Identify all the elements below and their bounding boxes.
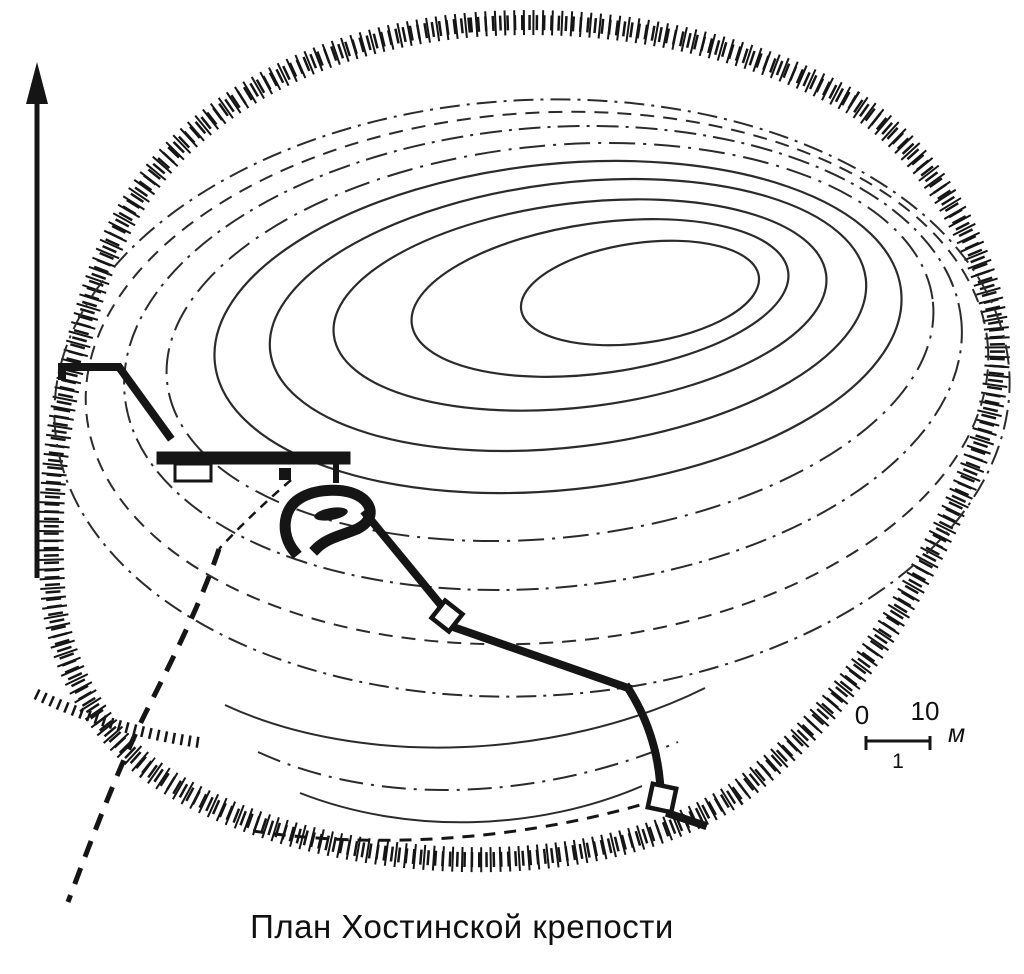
contour-line [123, 124, 963, 592]
wall-tower [645, 781, 679, 815]
fortress-wall [58, 363, 709, 831]
fortress-wall-southeast-2 [450, 622, 634, 694]
topographic-map: 0 10 м 1 [26, 10, 1011, 903]
scale-sub-label: 1 [892, 750, 904, 773]
scale-bar-line [864, 736, 932, 750]
contour-line [213, 159, 903, 495]
slope-hachure-lower-left [33, 689, 204, 749]
contour-line [410, 218, 790, 378]
contour-line [165, 141, 935, 543]
contour-arc [299, 785, 643, 824]
citadel-inner-mark [314, 507, 348, 521]
map-caption: План Хостинской крепости [250, 908, 674, 945]
contour-line [519, 239, 761, 347]
fortress-wall-northwest [58, 363, 175, 442]
scale-ten-label: 10 [911, 696, 940, 726]
contour-lines [53, 98, 1011, 824]
wall-post [279, 468, 291, 480]
scale-zero-label: 0 [855, 700, 869, 730]
scale-bar: 0 10 м 1 [855, 696, 965, 773]
fortress-wall-southeast-1 [360, 508, 446, 610]
slope-hachure-ring-icon [33, 10, 1010, 873]
contour-arc [257, 741, 679, 792]
contour-line [53, 98, 1011, 698]
fortress-wall-tail [664, 808, 709, 831]
contour-line [332, 198, 828, 412]
contour-line [268, 177, 868, 453]
dashed-trail-icon [65, 479, 658, 903]
fortress-wall-south-curve [622, 682, 665, 787]
scale-unit-label: м [948, 720, 965, 748]
contour-line [84, 110, 990, 646]
wall-gate-structure [173, 462, 213, 483]
citadel-enclosure [279, 484, 376, 559]
north-arrow-icon [26, 62, 48, 578]
